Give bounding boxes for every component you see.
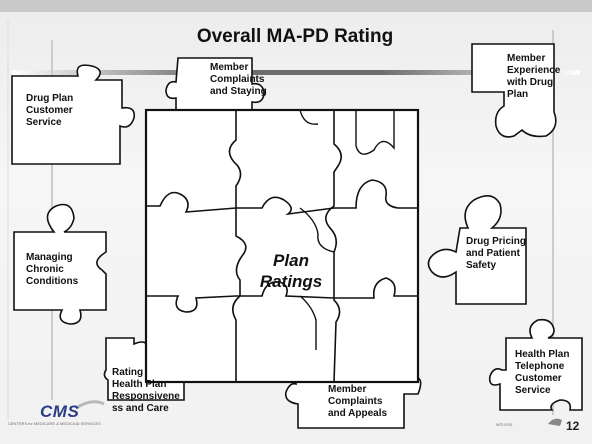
label-line: Health Plan xyxy=(515,349,570,360)
label-line: and Appeals xyxy=(328,408,388,419)
footer-right-subtext: WTLESS xyxy=(496,422,513,427)
seam-horizontal-top xyxy=(146,179,418,216)
label-health-plan-telephone-customer-service: Health Plan Telephone Customer Service xyxy=(515,349,569,397)
label-line: Health Plan xyxy=(112,379,167,390)
label-line: Conditions xyxy=(26,276,79,287)
label-line: Member xyxy=(328,384,367,395)
slide-title: Overall MA-PD Rating xyxy=(196,26,394,47)
seam-vertical-left xyxy=(228,110,247,382)
cms-logo-subtext: CENTERS for MEDICARE & MEDICAID SERVICES xyxy=(8,421,101,426)
label-rating-health-plan-responsiveness: Rating Health Plan Responsivene ss and C… xyxy=(112,367,180,415)
label-drug-plan-customer-service: Drug Plan Customer Service xyxy=(26,93,73,129)
label-line: Chronic xyxy=(26,264,64,275)
label-managing-chronic-conditions: Managing Chronic Conditions xyxy=(26,252,78,288)
label-line: Drug Plan xyxy=(26,93,74,104)
label-drug-pricing-patient-safety: Drug Pricing and Patient Safety xyxy=(466,236,526,272)
notch-middle xyxy=(299,207,335,253)
header-bar xyxy=(0,0,592,12)
cms-logo: CMS xyxy=(40,402,80,421)
label-line: Service xyxy=(26,117,62,128)
label-line: Experience xyxy=(507,65,561,76)
label-line: Rating xyxy=(112,367,144,378)
center-label: Plan Ratings xyxy=(246,250,336,292)
notch-top-right xyxy=(299,109,319,125)
label-line: with Drug xyxy=(507,77,554,88)
notch-top-far-right xyxy=(355,110,395,155)
central-puzzle-frame xyxy=(144,108,420,384)
seam-vertical-right xyxy=(325,110,342,383)
piece-health-plan-telephone-customer-service xyxy=(488,318,583,411)
label-member-complaints-appeals: Member Complaints and Appeals xyxy=(328,384,387,420)
seam-horizontal-bottom xyxy=(146,277,418,313)
label-line: Member xyxy=(210,62,249,73)
center-label-line2: Ratings xyxy=(259,272,323,291)
label-line: Safety xyxy=(466,260,497,271)
label-line: Complaints xyxy=(210,74,265,85)
arrow-icon xyxy=(548,418,562,426)
label-line: and Patient xyxy=(466,248,520,259)
piece-managing-chronic-conditions xyxy=(13,203,107,325)
piece-member-experience-drug-plan xyxy=(471,43,557,138)
page-number: 12 xyxy=(566,419,580,433)
label-line: and Staying xyxy=(210,86,267,97)
label-line: ss and Care xyxy=(112,403,169,414)
piece-drug-plan-customer-service xyxy=(11,64,136,165)
label-line: Responsivene xyxy=(112,391,180,402)
piece-drug-pricing-patient-safety xyxy=(427,195,527,305)
label-line: Telephone xyxy=(515,361,565,372)
center-label-line1: Plan xyxy=(273,251,309,270)
label-line: Complaints xyxy=(328,396,383,407)
divider-line xyxy=(12,70,580,75)
notch-lower xyxy=(299,295,317,350)
label-member-experience-drug-plan: Member Experience with Drug Plan xyxy=(507,53,560,101)
label-line: Customer xyxy=(515,373,562,384)
label-line: Customer xyxy=(26,105,73,116)
label-line: Plan xyxy=(507,89,529,100)
label-line: Managing xyxy=(26,252,73,263)
label-member-complaints-staying: Member Complaints and Staying xyxy=(210,62,267,98)
label-line: Drug Pricing xyxy=(466,236,527,247)
cms-swoosh xyxy=(75,400,105,410)
label-line: Member xyxy=(507,53,546,64)
label-line: Service xyxy=(515,385,551,396)
